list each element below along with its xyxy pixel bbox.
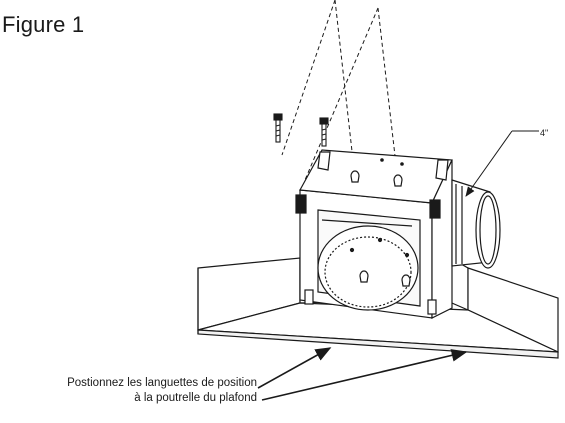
duct-collar-icon <box>451 179 501 269</box>
duct-size-label: 4" <box>540 128 549 138</box>
figure-title: Figure 1 <box>2 12 85 37</box>
instruction-line-2: à la poutrelle du plafond <box>134 392 257 404</box>
fan-housing-icon <box>295 149 453 319</box>
instruction-line-1: Postionnez les languettes de position <box>67 377 257 389</box>
installation-instruction: Postionnez les languettes de position à … <box>0 376 257 406</box>
callout-arrows <box>257 347 468 401</box>
screw-icon <box>273 113 329 147</box>
screw-guide-lines <box>281 0 399 183</box>
dimension-leader <box>465 130 539 197</box>
